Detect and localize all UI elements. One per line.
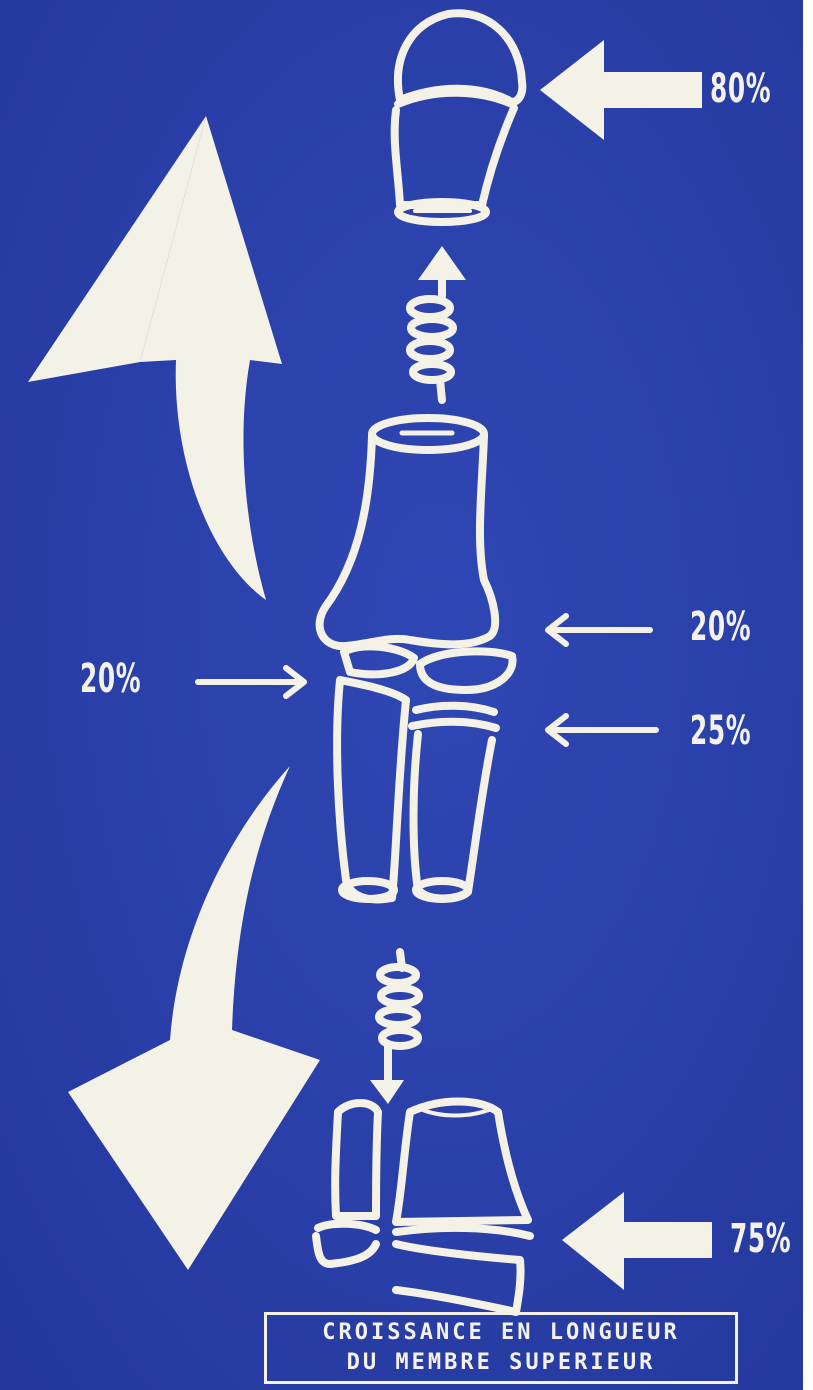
humerus-growth-line xyxy=(398,93,512,104)
caption-box: CROISSANCE EN LONGUEUR DU MEMBRE SUPERIE… xyxy=(264,1312,738,1384)
distal-radius xyxy=(396,1102,528,1223)
distal-humerus xyxy=(320,436,496,646)
ulna-growth-band xyxy=(412,706,496,728)
distal-growth-line-left xyxy=(318,1224,376,1230)
ulna-epiphysis xyxy=(420,651,513,690)
arrow-mid-right-lower xyxy=(548,716,656,744)
label-mid-right-upper-percent: 20% xyxy=(690,604,751,650)
radius-shaft xyxy=(337,680,406,899)
label-top-percent: 80% xyxy=(710,66,771,112)
arrow-mid-right-upper xyxy=(548,616,650,644)
arrow-mid-left xyxy=(198,668,304,696)
humerus-shaft-top xyxy=(395,108,514,205)
spring-arrow-down xyxy=(370,1080,404,1104)
spring-top xyxy=(410,299,453,380)
ulna-shaft xyxy=(414,734,493,899)
label-mid-left-percent: 20% xyxy=(80,656,141,702)
arrow-80 xyxy=(540,40,702,140)
caption-line-2: DU MEMBRE SUPERIEUR xyxy=(347,1348,656,1378)
caption-line-1: CROISSANCE EN LONGUEUR xyxy=(322,1318,679,1348)
label-mid-right-lower-percent: 25% xyxy=(690,708,751,754)
distal-ulna-epiphysis xyxy=(316,1236,376,1264)
distal-ulna xyxy=(335,1103,378,1216)
humerus-head xyxy=(398,13,522,102)
distal-growth-line-right xyxy=(396,1228,530,1236)
radius-epiphysis xyxy=(344,646,414,674)
growth-arrow-down xyxy=(68,766,320,1270)
arrow-75 xyxy=(562,1192,712,1290)
label-bottom-percent: 75% xyxy=(730,1216,791,1262)
distal-radius-epiphysis xyxy=(396,1244,521,1312)
spring-bottom xyxy=(379,967,419,1046)
